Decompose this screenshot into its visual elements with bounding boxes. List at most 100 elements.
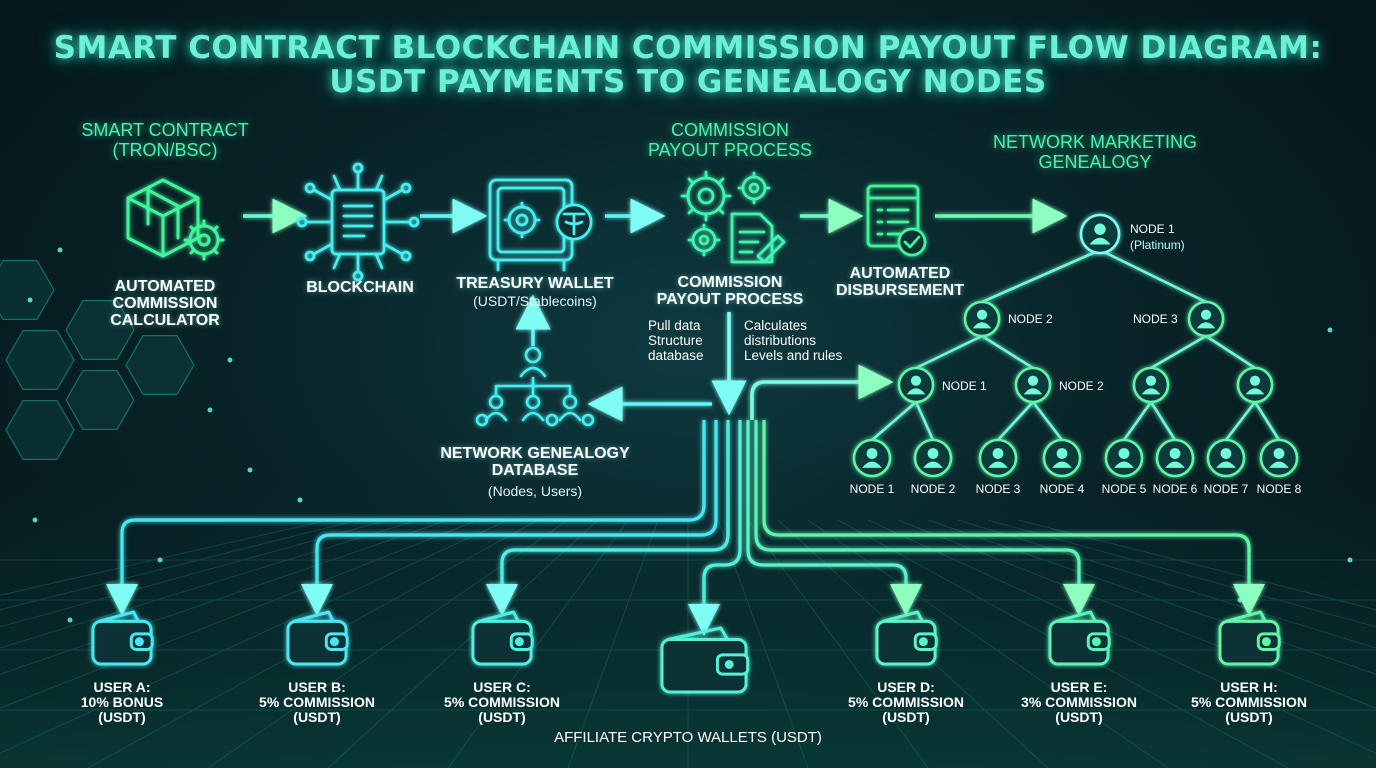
wallet-label-2-line2: 5% COMMISSION	[259, 694, 375, 710]
smart-contract-header: SMART CONTRACT (TRON/BSC)	[60, 120, 270, 160]
disbursement-caption-line1: AUTOMATED	[849, 265, 951, 282]
wallet-icon-5	[1048, 610, 1111, 666]
leaf-node-6	[1155, 438, 1195, 478]
leaf-node-label-5: NODE 5	[1101, 482, 1147, 496]
genealogy-db-caption-line1: NETWORK GENEALOGY	[440, 445, 630, 462]
payout-note-left-3: database	[648, 348, 704, 363]
leaf-node-label-3: NODE 3	[975, 482, 1021, 496]
page-title-line2: USDT PAYMENTS TO GENEALOGY NODES	[329, 64, 1047, 100]
network-header-line2: GENEALOGY	[1038, 152, 1152, 172]
root-node-label: NODE 1	[1130, 222, 1175, 236]
wallet-label-5-line1: USER E:	[1050, 679, 1108, 695]
leaf-node-label-8: NODE 8	[1256, 482, 1302, 496]
leaf-node-label-4: NODE 4	[1039, 482, 1085, 496]
payout-note-left-1: Pull data	[648, 318, 701, 333]
level2-node-label-2: NODE 3	[1133, 312, 1178, 326]
wallet-label-4-line1: USER D:	[877, 679, 935, 695]
payout-note-right-2: distributions	[744, 333, 817, 348]
leaf-node-4	[1042, 438, 1082, 478]
smart-contract-caption-line1: AUTOMATED	[114, 278, 216, 295]
leaf-node-label-6: NODE 6	[1152, 482, 1198, 496]
safe-tether-icon	[488, 178, 593, 272]
wallet-icon-6	[1218, 610, 1281, 666]
disbursement-caption-line2: DISBURSEMENT	[835, 282, 964, 299]
level2-node-1	[963, 300, 1001, 338]
smart-contract-caption: AUTOMATED COMMISSION CALCULATOR	[70, 278, 260, 329]
wallet-label-5: USER E:3% COMMISSION(USDT)	[994, 680, 1164, 725]
wallet-icon-2	[286, 610, 349, 666]
leaf-node-2	[913, 438, 953, 478]
payout-caption-line1: COMMISSION	[677, 274, 783, 291]
wallet-label-6-line3: (USDT)	[1225, 709, 1273, 725]
leaf-node-label-7: NODE 7	[1203, 482, 1249, 496]
payout-caption-line2: PAYOUT PROCESS	[656, 291, 804, 308]
smart-contract-header-line2: (TRON/BSC)	[112, 140, 218, 160]
level2-node-label-1: NODE 2	[1008, 312, 1053, 326]
leaf-node-7	[1206, 438, 1246, 478]
wallet-label-1-line3: (USDT)	[98, 709, 146, 725]
blockchain-caption: BLOCKCHAIN	[306, 279, 414, 296]
leaf-node-1	[852, 438, 892, 478]
payout-header-line2: PAYOUT PROCESS	[647, 140, 813, 160]
treasury-caption: TREASURY WALLET	[456, 275, 614, 292]
wallet-label-1-line1: USER A:	[93, 679, 151, 695]
wallet-label-1: USER A:10% BONUS(USDT)	[37, 680, 207, 725]
wallet-label-5-line3: (USDT)	[1055, 709, 1103, 725]
payout-header-line1: COMMISSION	[670, 120, 789, 140]
wallet-label-4-line3: (USDT)	[882, 709, 930, 725]
wallet-label-6: USER H:5% COMMISSION(USDT)	[1164, 680, 1334, 725]
wallet-label-2-line1: USER B:	[288, 679, 346, 695]
leaf-node-label-2: NODE 2	[910, 482, 956, 496]
gears-document-icon	[680, 170, 786, 264]
wallet-icon-4	[875, 610, 938, 666]
wallet-label-3-line3: (USDT)	[478, 709, 526, 725]
wallet-label-5-line2: 3% COMMISSION	[1021, 694, 1137, 710]
payout-note-right: Calculates distributions Levels and rule…	[744, 318, 842, 363]
payout-note-right-1: Calculates	[744, 318, 808, 333]
hierarchy-users-icon	[475, 346, 595, 427]
page-title-line1: SMART CONTRACT BLOCKCHAIN COMMISSION PAY…	[53, 30, 1323, 66]
level3-node-2	[1014, 366, 1052, 404]
wallet-label-6-line2: 5% COMMISSION	[1191, 694, 1307, 710]
tree-edges	[871, 248, 1281, 441]
level3-node-4	[1236, 366, 1274, 404]
chip-document-icon	[296, 162, 420, 282]
smart-contract-header-line1: SMART CONTRACT	[81, 120, 249, 140]
payout-note-left: Pull data Structure database	[648, 318, 704, 363]
genealogy-db-caption-line2: DATABASE	[491, 462, 579, 479]
leaf-node-5	[1104, 438, 1144, 478]
wallet-label-4: USER D:5% COMMISSION(USDT)	[821, 680, 991, 725]
checklist-check-icon	[866, 184, 927, 257]
network-header: NETWORK MARKETING GENEALOGY	[970, 132, 1220, 172]
wallet-label-1-line2: 10% BONUS	[80, 694, 164, 710]
leaf-node-3	[978, 438, 1018, 478]
disbursement-caption: AUTOMATED DISBURSEMENT	[820, 265, 980, 299]
arrow-payout-to-network	[750, 364, 894, 420]
level3-node-label-2: NODE 2	[1059, 379, 1104, 393]
level3-node-1	[897, 366, 935, 404]
payout-note-left-2: Structure	[648, 333, 703, 348]
wallet-icon-main	[660, 626, 750, 694]
genealogy-db-sub: (Nodes, Users)	[487, 483, 583, 499]
footer-caption: AFFILIATE CRYPTO WALLETS (USDT)	[554, 729, 822, 746]
wallet-label-3-line1: USER C:	[473, 679, 531, 695]
wallet-label-3-line2: 5% COMMISSION	[444, 694, 560, 710]
wallet-label-2-line3: (USDT)	[293, 709, 341, 725]
wallet-label-6-line1: USER H:	[1220, 679, 1278, 695]
network-header-line1: NETWORK MARKETING	[992, 132, 1197, 152]
smart-contract-caption-line2: COMMISSION	[112, 295, 218, 312]
treasury-sub: (USDT/Stablecoins)	[473, 293, 597, 309]
leaf-node-label-1: NODE 1	[849, 482, 895, 496]
root-node-sub: (Platinum)	[1130, 238, 1185, 252]
wallet-label-4-line2: 5% COMMISSION	[848, 694, 964, 710]
root-node	[1079, 213, 1121, 255]
wallet-icon-3	[471, 610, 534, 666]
level3-node-3	[1132, 366, 1170, 404]
level2-node-2	[1187, 300, 1225, 338]
wallet-label-2: USER B:5% COMMISSION(USDT)	[232, 680, 402, 725]
genealogy-db-caption: NETWORK GENEALOGY DATABASE	[420, 445, 650, 479]
payout-header: COMMISSION PAYOUT PROCESS	[640, 120, 820, 160]
leaf-node-8	[1259, 438, 1299, 478]
